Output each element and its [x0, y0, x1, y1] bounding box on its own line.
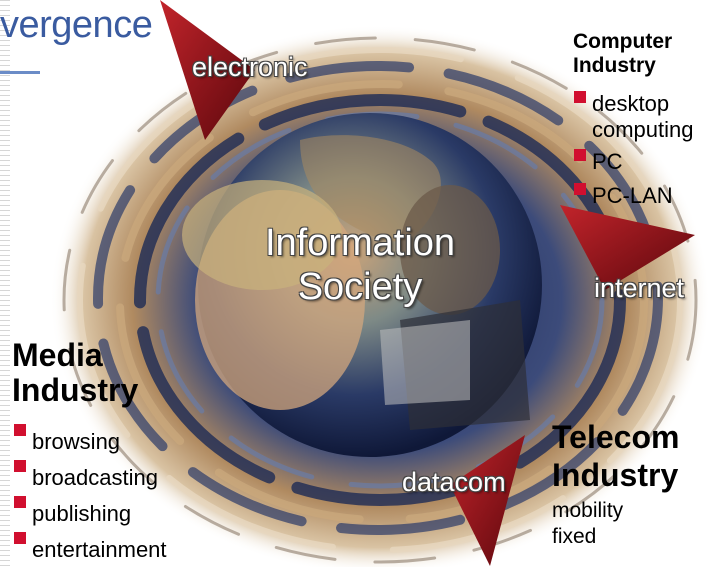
- media-heading-line-2: Industry: [12, 372, 139, 408]
- computer-industry-heading: Computer Industry: [573, 30, 672, 78]
- slide-title-fragment: vergence: [0, 4, 153, 46]
- arrow-internet: [560, 205, 695, 290]
- telecom-heading-line-2: Industry: [552, 457, 679, 493]
- media-industry-list: browsing broadcasting publishing enterta…: [14, 424, 167, 567]
- center-title-line-1: Information: [264, 222, 456, 264]
- list-item: publishing: [14, 496, 167, 532]
- continent-shape: [300, 135, 441, 242]
- list-item: mobility: [552, 499, 624, 522]
- list-item: entertainment: [14, 532, 167, 567]
- arrow-electronic: [160, 0, 255, 140]
- vortex-streaks: [62, 36, 698, 564]
- arrow-label-internet: internet: [594, 273, 685, 303]
- media-heading-line-1: Media: [12, 337, 103, 373]
- center-title-line-2: Society: [297, 266, 423, 308]
- computer-heading-line-1: Computer: [573, 30, 673, 53]
- telecom-industry-list: mobility fixed: [552, 498, 623, 550]
- title-underline: [0, 71, 40, 74]
- woman-hair: [182, 180, 342, 290]
- man-figure: [400, 185, 500, 315]
- arrow-label-datacom: datacom: [402, 467, 506, 497]
- computer-industry-list: desktop computing PC PC-LAN: [574, 91, 714, 209]
- keyboard-shape: [380, 320, 470, 405]
- telecom-heading-line-1: Telecom: [552, 419, 680, 455]
- slide-margin-lines: [0, 0, 10, 567]
- list-item: fixed: [552, 525, 597, 548]
- media-industry-heading: Media Industry: [12, 338, 138, 408]
- list-item: PC: [574, 149, 714, 175]
- arrow-datacom: [450, 435, 525, 566]
- computer-heading-line-2: Industry: [573, 54, 656, 77]
- list-item: browsing: [14, 424, 167, 460]
- arrow-label-electronic: electronic: [192, 52, 308, 82]
- list-item: broadcasting: [14, 460, 167, 496]
- telecom-industry-heading: Telecom Industry: [552, 418, 679, 494]
- list-item: PC-LAN: [574, 183, 714, 209]
- list-item: desktop computing: [574, 91, 714, 143]
